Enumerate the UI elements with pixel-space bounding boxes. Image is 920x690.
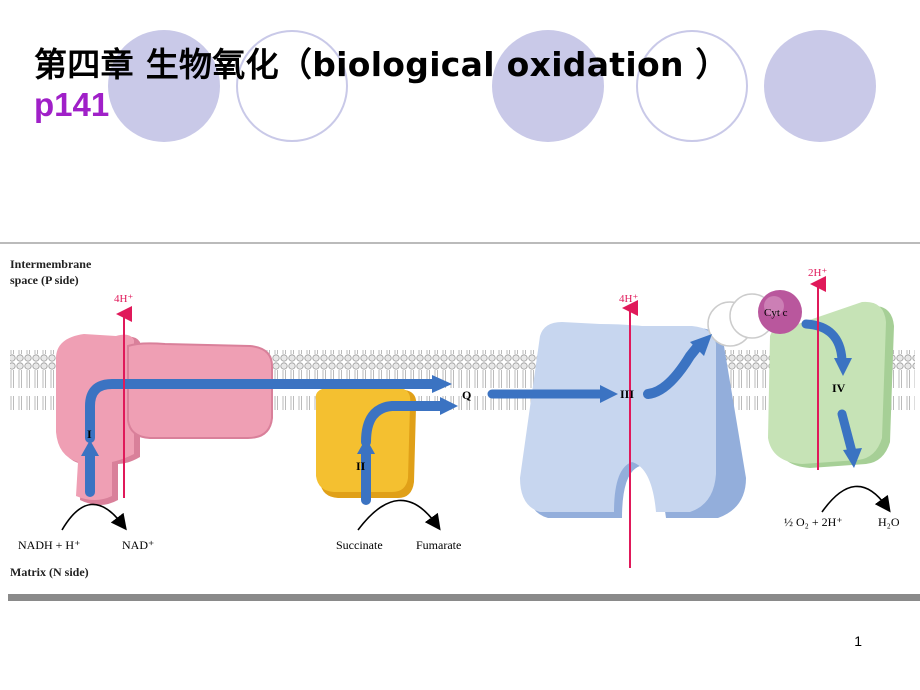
figure-bottom-border: [8, 594, 920, 601]
complex-i-label: I: [87, 427, 92, 441]
complex-iii: [520, 322, 746, 518]
reaction-arrow-complex-i: [61, 503, 127, 531]
electron-flow-arrows: [85, 319, 857, 505]
oxygen-label: ½ O₂ + 2H⁺: [784, 515, 843, 529]
decor-circle-2: [236, 30, 348, 142]
nad-label: NAD⁺: [122, 538, 154, 552]
page-reference: p141: [34, 86, 110, 123]
proton-label-complex-iv: 2H⁺: [808, 267, 827, 279]
nadh-label: NADH + H⁺: [18, 538, 80, 552]
figure-top-border: [0, 242, 920, 244]
slide-number: 1: [854, 633, 862, 649]
intermembrane-label-2: space (P side): [10, 273, 79, 287]
proton-label-complex-i: 4H⁺: [114, 293, 133, 305]
matrix-label: Matrix (N side): [10, 565, 89, 579]
complex-iv-label: IV: [832, 381, 846, 395]
ubiquinone-label: Q: [462, 388, 471, 402]
decor-circle-5: [764, 30, 876, 142]
intermembrane-label: Intermembrane: [10, 257, 92, 271]
complex-ii-label: II: [356, 459, 366, 473]
cytc-highlight: [764, 296, 784, 316]
cytc-label: Cyt c: [764, 307, 788, 319]
reaction-arrow-complex-iv: [821, 485, 891, 513]
fumarate-label: Fumarate: [416, 538, 461, 552]
water-label: H₂O: [878, 515, 900, 529]
decor-circle-4: [636, 30, 748, 142]
succinate-label: Succinate: [336, 538, 383, 552]
electron-transport-chain-figure: Intermembrane space (P side) Matrix (N s…: [0, 242, 920, 601]
proton-label-complex-iii: 4H⁺: [619, 293, 638, 305]
decor-circle-3: [492, 30, 604, 142]
decor-circle-1: [108, 30, 220, 142]
complex-iv: [768, 301, 894, 468]
complex-iii-label: III: [620, 387, 634, 401]
reaction-arrow-complex-ii: [357, 499, 441, 531]
electron-flow-arrowheads: [81, 334, 862, 468]
slide-title: 第四章 生物氧化（biological oxidation ）: [34, 45, 729, 84]
